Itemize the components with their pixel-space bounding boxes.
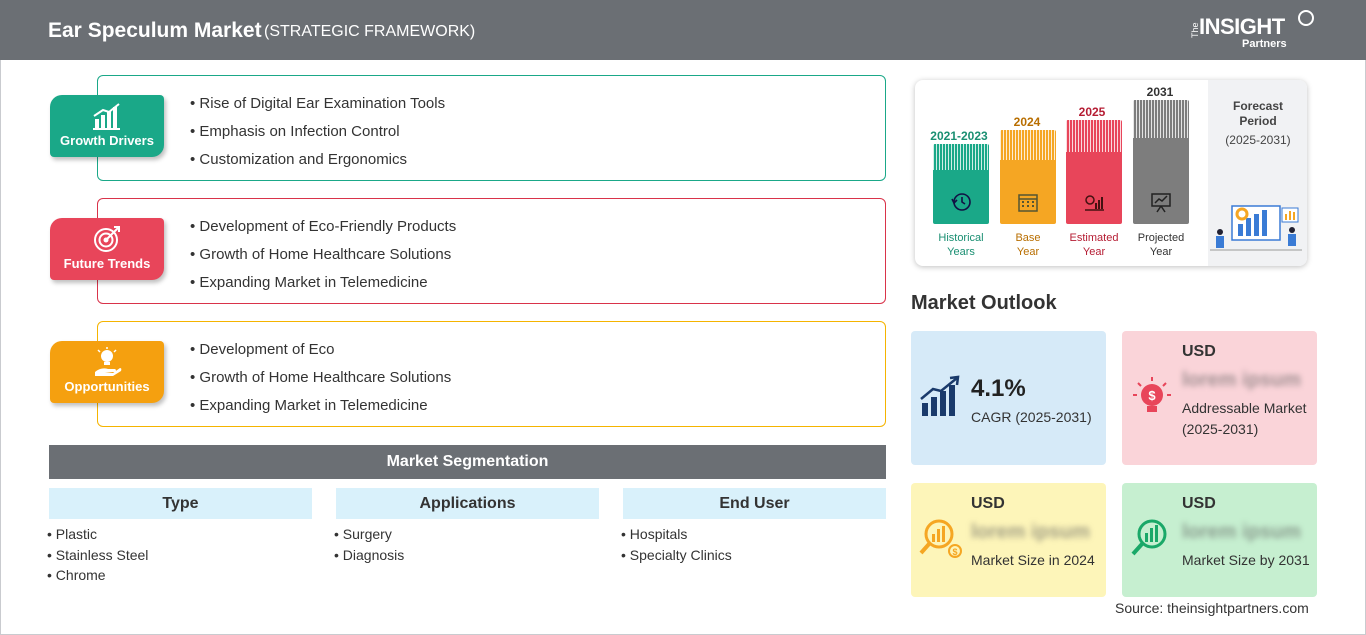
list-item: Plastic <box>47 524 148 545</box>
projected-year-bar <box>1133 100 1189 224</box>
market-size-2024-card: $ USD lorem ipsum Market Size in 2024 <box>911 483 1106 597</box>
target-icon <box>94 226 120 252</box>
estimated-year-bar <box>1066 120 1122 224</box>
list-item: Development of Eco <box>190 340 451 368</box>
market-2024-desc: Market Size in 2024 <box>971 552 1095 568</box>
gear-chart-icon <box>1085 195 1104 211</box>
projected-year-caption: Projected Year <box>1137 232 1185 258</box>
list-item: Specialty Clinics <box>621 545 732 566</box>
forecast-period-title: Forecast Period <box>1232 99 1284 128</box>
growth-drivers-box: Rise of Digital Ear Examination Tools Em… <box>97 75 886 181</box>
market-size-2031-card: USD lorem ipsum Market Size by 2031 <box>1122 483 1317 597</box>
historical-years-label: 2021-2023 <box>930 129 988 143</box>
magnifier-chart-icon: $ <box>919 519 962 558</box>
market-2031-desc: Market Size by 2031 <box>1182 552 1310 568</box>
lightbulb-hand-icon <box>95 347 122 376</box>
calendar-icon <box>1018 194 1038 212</box>
list-item: Hospitals <box>621 524 732 545</box>
segment-end-user-header: End User <box>623 488 886 519</box>
base-year-caption: Base Year <box>1015 232 1041 258</box>
list-item: Development of Eco-Friendly Products <box>190 217 456 245</box>
cagr-card: 4.1% CAGR (2025-2031) <box>911 331 1106 465</box>
cagr-value: 4.1% <box>971 375 1026 402</box>
segment-applications-header: Applications <box>336 488 599 519</box>
source-link[interactable]: Source: theinsightpartners.com <box>1115 600 1309 616</box>
presentation-icon <box>1151 193 1171 213</box>
list-item: Stainless Steel <box>47 545 149 566</box>
base-year-label: 2024 <box>1013 115 1041 129</box>
historical-bar <box>933 144 989 224</box>
page-title: Ear Speculum Market <box>48 19 262 42</box>
segment-applications-list: Surgery Diagnosis <box>334 524 404 565</box>
future-trends-box: Development of Eco-Friendly Products Gro… <box>97 198 886 304</box>
list-item: Growth of Home Healthcare Solutions <box>190 245 456 273</box>
list-item: Emphasis on Infection Control <box>190 122 445 150</box>
bar-chart-icon <box>93 103 120 130</box>
historical-caption: Historical Years <box>938 232 984 258</box>
list-item: Surgery <box>334 524 404 545</box>
forecast-period-range: (2025-2031) <box>1225 133 1291 147</box>
analytics-illustration-icon <box>1210 205 1302 251</box>
svg-text:$: $ <box>952 547 957 557</box>
market-outlook-title: Market Outlook <box>911 292 1057 314</box>
segment-end-user-list: Hospitals Specialty Clinics <box>621 524 732 565</box>
base-year-bar <box>1000 130 1056 224</box>
lightbulb-dollar-icon: $ <box>1133 377 1171 412</box>
list-item: Expanding Market in Telemedicine <box>190 273 456 301</box>
market-2024-usd: USD <box>971 495 1005 512</box>
addressable-value: lorem ipsum <box>1182 369 1301 391</box>
header-bar: Ear Speculum Market (STRATEGIC FRAMEWORK… <box>0 0 1366 60</box>
addressable-market-card: $ USD lorem ipsum Addressable Market (20… <box>1122 331 1317 465</box>
growth-drivers-badge: Growth Drivers <box>50 95 164 157</box>
segment-type-list: Plastic Stainless Steel Chrome <box>47 524 149 586</box>
projected-year-label: 2031 <box>1146 85 1174 99</box>
growth-chart-icon <box>920 375 960 416</box>
cagr-label: CAGR (2025-2031) <box>971 409 1092 425</box>
list-item: Growth of Home Healthcare Solutions <box>190 368 451 396</box>
segment-type-header: Type <box>49 488 312 519</box>
list-item: Expanding Market in Telemedicine <box>190 396 451 424</box>
future-trends-badge: Future Trends <box>50 218 164 280</box>
insight-partners-logo[interactable]: The INSIGHT Partners <box>1190 10 1320 54</box>
addressable-usd: USD <box>1182 343 1216 360</box>
svg-text:$: $ <box>1148 388 1156 403</box>
market-2031-usd: USD <box>1182 495 1216 512</box>
market-segmentation-header: Market Segmentation <box>49 445 886 479</box>
market-2024-value: lorem ipsum <box>971 521 1090 543</box>
page-subtitle: (STRATEGIC FRAMEWORK) <box>264 23 476 40</box>
estimated-year-label: 2025 <box>1078 105 1106 119</box>
estimated-year-caption: Estimated Year <box>1069 232 1119 258</box>
list-item: Customization and Ergonomics <box>190 150 445 178</box>
history-icon <box>951 193 971 211</box>
opportunities-box: Development of Eco Growth of Home Health… <box>97 321 886 427</box>
addressable-desc: Addressable Market (2025-2031) <box>1182 400 1307 437</box>
list-item: Chrome <box>47 565 148 586</box>
opportunities-badge: Opportunities <box>50 341 164 403</box>
market-2031-value: lorem ipsum <box>1182 521 1301 543</box>
list-item: Rise of Digital Ear Examination Tools <box>190 94 445 122</box>
magnifier-bars-icon <box>1131 519 1167 556</box>
list-item: Diagnosis <box>334 545 404 566</box>
